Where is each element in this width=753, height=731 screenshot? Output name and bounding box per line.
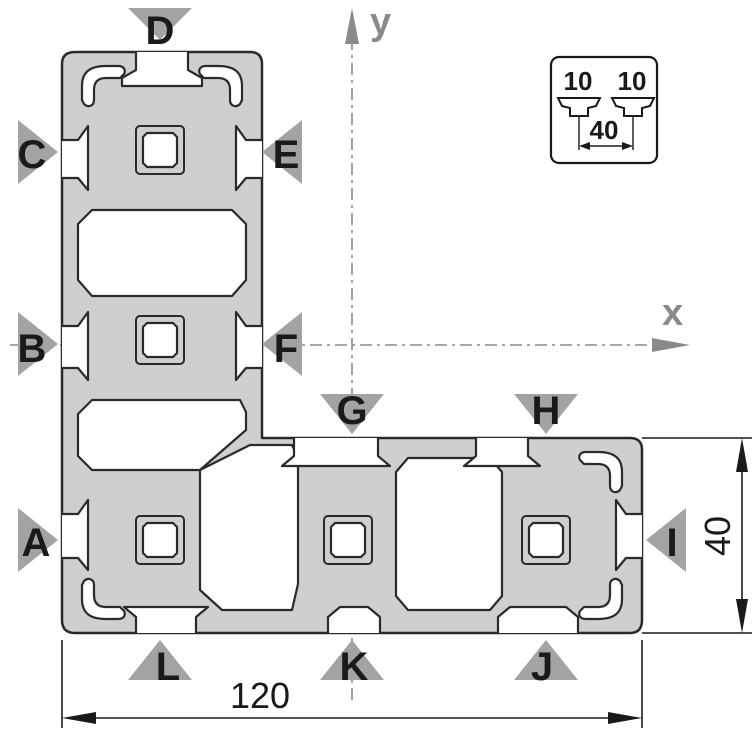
slot-label-b: B <box>18 327 47 371</box>
core-bore <box>134 514 186 566</box>
marker-triangle-a <box>18 508 58 572</box>
slot-markers: A B C D E F G H I J K L <box>18 8 686 689</box>
t-slot <box>120 52 204 88</box>
marker-triangle-b <box>18 312 58 376</box>
x-axis-label: x <box>662 292 683 334</box>
slot-label-k: K <box>340 645 369 689</box>
marker-triangle-k <box>320 640 384 680</box>
slot-label-i: I <box>666 521 677 565</box>
marker-triangle-d <box>128 8 192 40</box>
chamber <box>198 443 300 612</box>
system-legend: 10 10 40 <box>549 55 659 165</box>
t-slot <box>62 124 90 192</box>
dimensions: 120 40 <box>61 437 752 728</box>
t-slot <box>326 605 382 633</box>
marker-triangle-c <box>18 120 58 184</box>
marker-triangle-j <box>514 640 578 680</box>
slot-label-c: C <box>18 133 47 177</box>
y-axis-label: y <box>370 1 391 43</box>
t-slot <box>62 310 90 382</box>
t-slot <box>122 605 210 633</box>
core-bore <box>134 314 186 366</box>
t-slot <box>462 438 542 468</box>
core-bore <box>322 514 374 566</box>
arrow-left-icon <box>62 712 96 724</box>
t-slot <box>234 310 262 382</box>
legend-slot-shape <box>556 97 602 117</box>
t-slot <box>496 605 580 633</box>
y-axis-arrow-icon <box>345 8 359 44</box>
arrow-right-icon <box>608 712 642 724</box>
slot-label-e: E <box>273 133 300 177</box>
marker-triangle-g <box>320 394 384 434</box>
slot-label-h: H <box>532 389 561 433</box>
slot-label-j: J <box>531 645 553 689</box>
height-dimension: 40 <box>697 516 738 556</box>
profile-section <box>60 50 644 635</box>
marker-triangle-f <box>262 312 302 376</box>
legend-slot-right: 10 <box>618 66 647 96</box>
arrow-down-icon <box>736 599 748 633</box>
legend-slot-shape <box>610 97 656 117</box>
t-slot <box>614 498 642 572</box>
chamber <box>76 208 248 298</box>
chamber <box>394 456 504 612</box>
x-axis-arrow-icon <box>652 338 690 352</box>
slot-label-l: L <box>156 645 180 689</box>
legend-arrow-left-icon <box>579 142 590 150</box>
arrow-up-icon <box>736 438 748 472</box>
marker-triangle-i <box>646 508 686 572</box>
legend-slot-left: 10 <box>564 66 593 96</box>
core-bore <box>134 124 186 176</box>
t-slot <box>280 438 392 468</box>
legend-arrow-right-icon <box>622 142 633 150</box>
slot-label-f: F <box>274 327 298 371</box>
t-slot <box>234 124 262 192</box>
marker-triangle-l <box>128 640 192 680</box>
marker-triangle-h <box>514 394 578 434</box>
legend-pitch: 40 <box>590 115 619 145</box>
slot-label-d: D <box>146 9 175 53</box>
core-bore <box>520 514 572 566</box>
width-dimension: 120 <box>230 675 290 716</box>
slot-label-a: A <box>22 521 51 565</box>
slot-label-g: G <box>336 389 367 433</box>
t-slot <box>62 498 90 572</box>
marker-triangle-e <box>262 120 302 184</box>
legend-box <box>549 55 659 165</box>
